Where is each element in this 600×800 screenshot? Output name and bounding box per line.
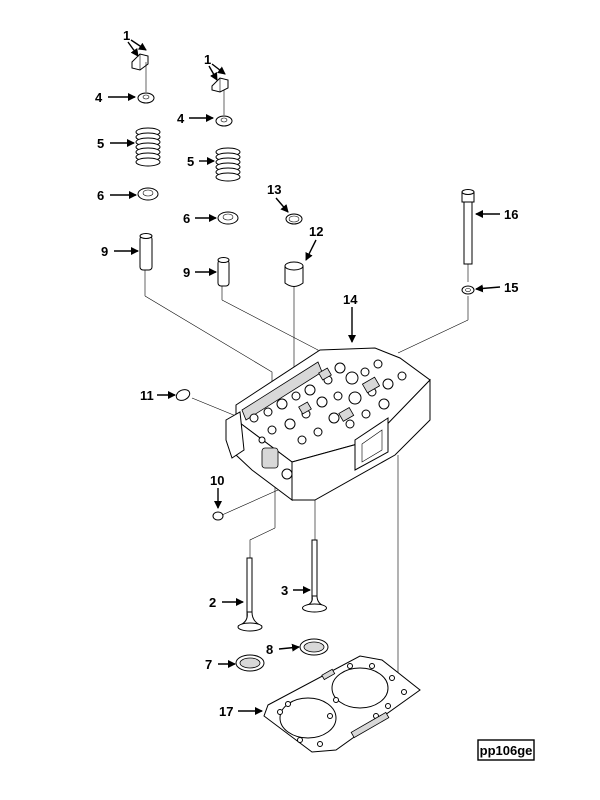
spring-seat-left (137, 187, 159, 201)
callout-1-left: 1 (123, 28, 130, 43)
callout-13: 13 (267, 182, 281, 197)
valve-collet-middle (211, 77, 229, 115)
callout-6-middle: 6 (183, 211, 190, 226)
callout-6-left: 6 (97, 188, 104, 203)
callout-14: 14 (343, 292, 358, 307)
o-ring-13 (285, 213, 303, 225)
spring-seat-middle (217, 211, 239, 225)
callout-3: 3 (281, 583, 288, 598)
o-ring-11 (175, 389, 191, 401)
injector-sleeve (284, 261, 304, 287)
valve-spring-middle (215, 147, 241, 182)
spring-retainer-middle (215, 115, 233, 127)
reference-code-box: pp106ge (477, 739, 535, 761)
callout-4-left: 4 (95, 90, 103, 105)
head-gasket (263, 655, 421, 753)
callout-labels: 1 1 2 3 4 4 5 5 6 6 7 8 9 9 10 11 12 13 … (95, 28, 518, 719)
callout-5-left: 5 (97, 136, 104, 151)
valve-seat-insert-8 (299, 638, 329, 656)
callout-1-middle: 1 (204, 52, 211, 67)
callout-16: 16 (504, 207, 518, 222)
callout-10: 10 (210, 473, 224, 488)
cylinder-head (225, 347, 431, 501)
head-bolt (461, 189, 475, 282)
callout-5-middle: 5 (187, 154, 194, 169)
reference-code: pp106ge (480, 743, 533, 758)
spring-retainer-left (137, 92, 155, 104)
callout-4-middle: 4 (177, 111, 185, 126)
callout-11: 11 (140, 388, 154, 403)
callout-9-middle: 9 (183, 265, 190, 280)
callout-8: 8 (266, 642, 273, 657)
valve-guide-middle (217, 257, 230, 287)
leader-arrows (108, 39, 501, 715)
callout-7: 7 (205, 657, 212, 672)
o-ring-10 (212, 511, 224, 521)
valve-spring-left (135, 127, 161, 167)
callout-15: 15 (504, 280, 518, 295)
valve-collet-left (131, 53, 149, 92)
valve-seat-insert-7 (235, 654, 265, 672)
callout-9-left: 9 (101, 244, 108, 259)
callout-17: 17 (219, 704, 233, 719)
exhaust-valve (237, 557, 263, 632)
callout-2: 2 (209, 595, 216, 610)
intake-valve (302, 539, 327, 613)
valve-guide-left (139, 233, 153, 271)
bolt-washer (461, 285, 475, 295)
callout-12: 12 (309, 224, 323, 239)
